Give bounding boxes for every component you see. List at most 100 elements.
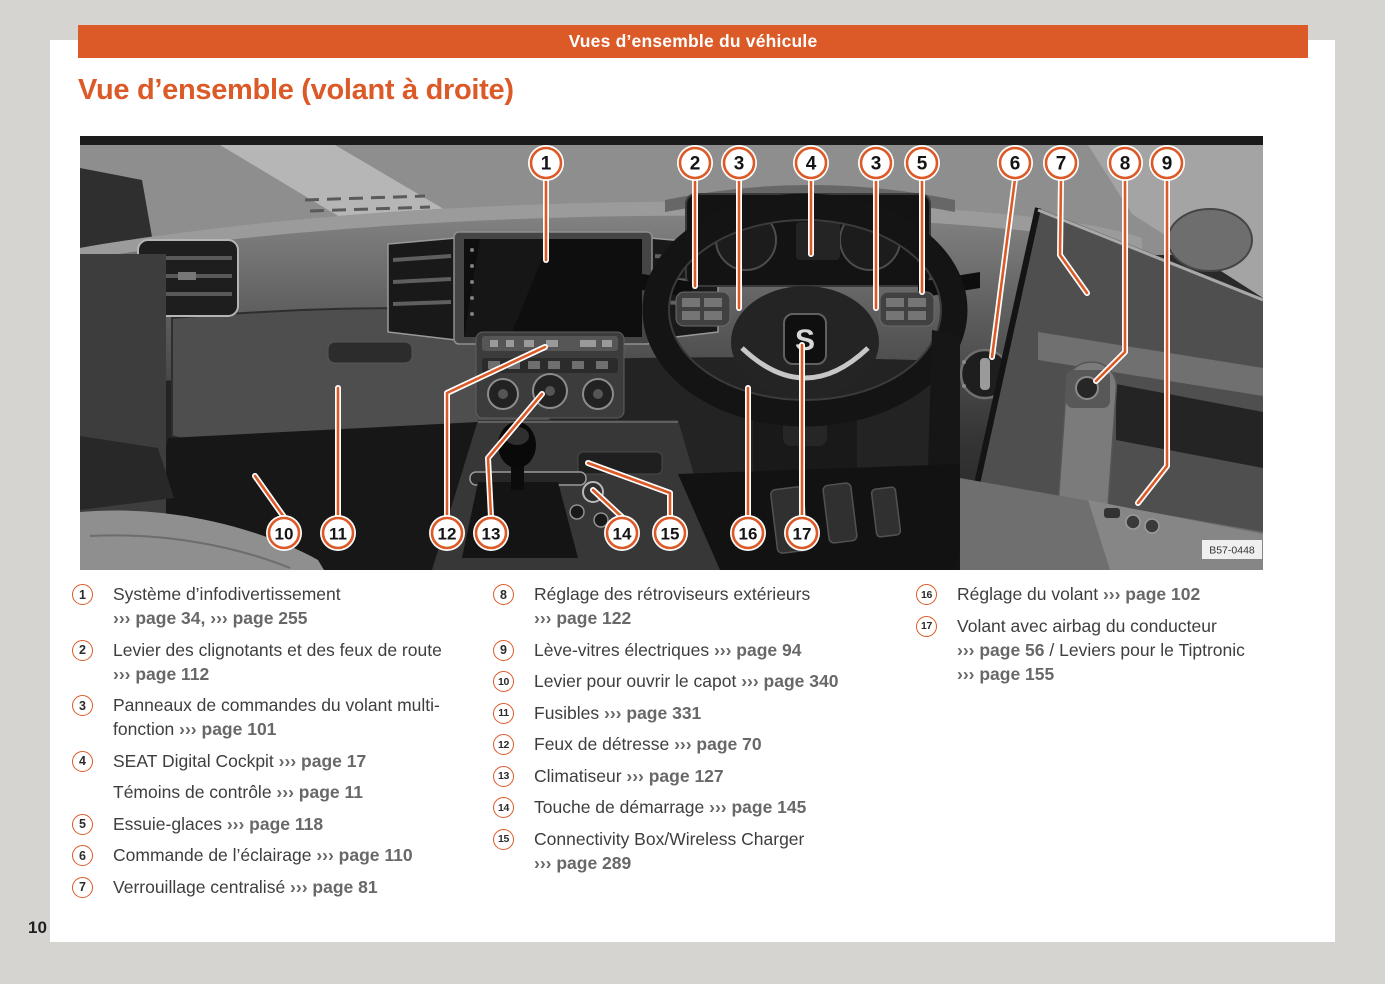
legend-item-12: 12 Feux de détresse ››› page 70 (493, 732, 903, 756)
legend-item-text: Système d’infodivertissement ››› page 34,… (113, 582, 341, 630)
chapter-header-title: Vues d’ensemble du véhicule (568, 31, 818, 51)
svg-text:6: 6 (1010, 154, 1021, 175)
page-reference: ››› page 56 (957, 639, 1045, 660)
legend-label: Levier pour ouvrir le capot (534, 671, 742, 691)
legend-item-text: Levier pour ouvrir le capot ››› page 340 (534, 669, 838, 693)
svg-text:3: 3 (871, 154, 882, 175)
callout-15: 15 (652, 515, 688, 551)
legend-item-text: Lève-vitres électriques ››› page 94 (534, 638, 801, 662)
legend-item-text: Verrouillage centralisé ››› page 81 (113, 875, 378, 899)
callout-2: 2 (677, 145, 713, 181)
image-code-label: B57-0448 (1202, 540, 1262, 559)
legend-label: Fusibles (534, 702, 605, 723)
infotainment-screen (453, 231, 653, 345)
legend-item-number: 5 (72, 813, 93, 835)
legend-item-16: 16 Réglage du volant ››› page 102 (916, 582, 1316, 606)
page-reference: ››› page 155 (957, 663, 1055, 684)
legend-label: fonction (113, 719, 180, 739)
page-reference: ››› page 34, ››› page 255 (113, 608, 308, 628)
callout-3: 3 (858, 145, 894, 181)
page-reference: ››› page 340 (741, 671, 839, 691)
dashboard-figure: S (80, 136, 1263, 570)
legend-item-text: Essuie-glaces ››› page 118 (113, 812, 323, 836)
page-reference: ››› page 289 (534, 852, 632, 873)
legend-item-number: 7 (72, 876, 93, 898)
legend-item-2: 2 Levier des clignotants et des feux de r… (72, 638, 492, 686)
page-reference: ››› page 127 (626, 765, 724, 786)
legend-label: Feux de détresse (534, 734, 675, 754)
callout-7: 7 (1043, 145, 1079, 181)
page-reference: ››› page 118 (226, 813, 324, 834)
callout-13: 13 (473, 515, 509, 551)
window-switch (1144, 518, 1160, 534)
callout-9: 9 (1149, 145, 1185, 181)
svg-text:10: 10 (275, 525, 294, 544)
legend-item-number: 11 (493, 702, 514, 724)
legend-item-continuation: Témoins de contrôle ››› page 11 (72, 780, 492, 804)
callout-4: 4 (793, 145, 829, 181)
page-reference: ››› page 110 (316, 845, 413, 865)
legend-item-number: 13 (493, 765, 514, 787)
svg-text:9: 9 (1162, 154, 1173, 175)
legend-label: Volant avec airbag du conducteur (957, 615, 1217, 636)
legend-label: Réglage du volant (957, 584, 1103, 604)
svg-text:7: 7 (1056, 154, 1067, 175)
left-door-and-seat (80, 254, 324, 570)
legend-item-number: 2 (72, 639, 93, 661)
window-switch (1125, 514, 1141, 530)
legend-item-text: Climatiseur ››› page 127 (534, 764, 724, 788)
svg-text:17: 17 (793, 525, 812, 544)
legend-item-11: 11 Fusibles ››› page 331 (493, 701, 903, 725)
svg-text:4: 4 (806, 154, 817, 175)
legend-item-number: 6 (72, 845, 93, 866)
legend-item-number: 16 (916, 584, 937, 605)
legend-label: Commande de l’éclairage (113, 845, 317, 865)
svg-text:13: 13 (482, 525, 501, 544)
page-reference: ››› page 145 (709, 797, 807, 817)
legend-item-number: 12 (493, 734, 514, 755)
legend-label: Réglage des rétroviseurs extérieurs (534, 584, 811, 604)
legend-item-text: Commande de l’éclairage ››› page 110 (113, 843, 413, 867)
left-mirror (80, 168, 154, 256)
page-reference: ››› page 17 (278, 750, 367, 771)
left-spoke-buttons (675, 291, 731, 327)
legend-label: Essuie-glaces (113, 813, 227, 834)
legend-item-5: 5 Essuie-glaces ››› page 118 (72, 812, 492, 836)
svg-text:5: 5 (917, 154, 928, 175)
legend-label: Levier des clignotants et des feux de ro… (113, 639, 442, 660)
svg-text:15: 15 (661, 525, 680, 544)
callout-6: 6 (997, 145, 1033, 181)
legend-item-7: 7 Verrouillage centralisé ››› page 81 (72, 875, 492, 899)
legend-label: / Leviers pour le Tiptronic (1044, 639, 1245, 660)
page-reference: ››› page 70 (674, 734, 762, 754)
legend-item-text: Feux de détresse ››› page 70 (534, 732, 762, 756)
legend-item-6: 6 Commande de l’éclairage ››› page 110 (72, 843, 492, 867)
page-reference: ››› page 331 (604, 702, 702, 723)
mirror-adjust-knob (1075, 376, 1099, 400)
page-reference: ››› page 122 (534, 608, 632, 628)
legend-label: Témoins de contrôle (113, 782, 277, 802)
right-door-mirror (1167, 208, 1253, 272)
legend-item-number: 4 (72, 750, 93, 772)
legend-item-text: Réglage du volant ››› page 102 (957, 582, 1200, 606)
callout-11: 11 (320, 515, 356, 551)
legend-item-text: Panneaux de commandes du volant multi-fo… (113, 693, 440, 741)
legend-item-number: 8 (493, 584, 514, 605)
legend-label: Système d’infodivertissement (113, 584, 341, 604)
legend-item-text: Touche de démarrage ››› page 145 (534, 795, 806, 819)
legend-item-number: 17 (916, 615, 937, 637)
callout-12: 12 (429, 515, 465, 551)
footwell-pedals (678, 464, 960, 570)
callout-17: 17 (784, 515, 820, 551)
right-spoke-buttons (879, 291, 935, 327)
legend-item-text: Réglage des rétroviseurs extérieurs ››› p… (534, 582, 810, 630)
legend-item-13: 13 Climatiseur ››› page 127 (493, 764, 903, 788)
legend-label: Lève-vitres électriques (534, 639, 714, 660)
legend-label: Panneaux de commandes du volant multi- (113, 695, 440, 715)
